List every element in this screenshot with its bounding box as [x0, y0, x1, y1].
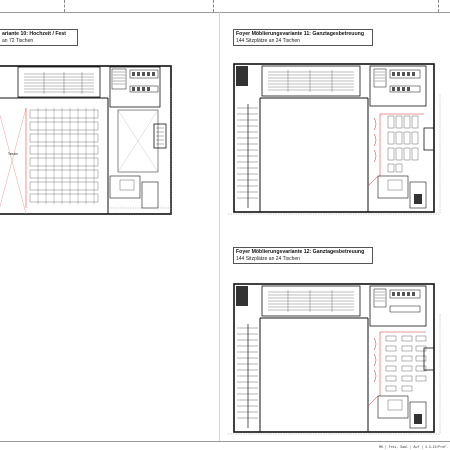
sheet-tick-right: [438, 0, 439, 12]
floorplan-variant-12: [228, 283, 441, 435]
floorplan-variant-11: [228, 63, 441, 215]
foyer-tables: [385, 335, 427, 392]
title-block-variant-12: Foyer Möblierungsvariante 12: Ganztagesb…: [233, 247, 373, 264]
banquet-tables: [29, 109, 99, 203]
room-label-terrain: Terrain: [8, 152, 18, 156]
sheet-bottom-rule: [0, 441, 450, 442]
title-variant-10: ariante 10: Hochzeit / Fest: [2, 31, 66, 37]
title-block-variant-10: ariante 10: Hochzeit / Fest an 72 Tische…: [0, 29, 78, 46]
title-block-variant-11: Foyer Möblierungsvariante 11: Ganztagesb…: [233, 29, 373, 46]
subtitle-variant-10: an 72 Tischen: [2, 37, 34, 44]
sheet-tick-left: [64, 0, 65, 12]
sheet-divider: [219, 12, 220, 441]
floorplan-variant-10: [0, 65, 172, 215]
plot-stamp: MK | Frei, Saal | Auf | 4.3.22/Prof.: [379, 445, 448, 449]
title-variant-12: Foyer Möblierungsvariante 12: Ganztagesb…: [236, 249, 365, 255]
seating-rows: [24, 72, 94, 94]
subtitle-variant-12: 144 Sitzplätze an 24 Tischen: [236, 255, 300, 262]
sheet-top-rule: [0, 12, 450, 13]
sheet-tick-mid: [213, 0, 214, 12]
subtitle-variant-11: 144 Sitzplätze an 24 Tischen: [236, 37, 300, 44]
title-variant-11: Foyer Möblierungsvariante 11: Ganztagesb…: [236, 31, 364, 37]
foyer-tables: [387, 115, 419, 173]
